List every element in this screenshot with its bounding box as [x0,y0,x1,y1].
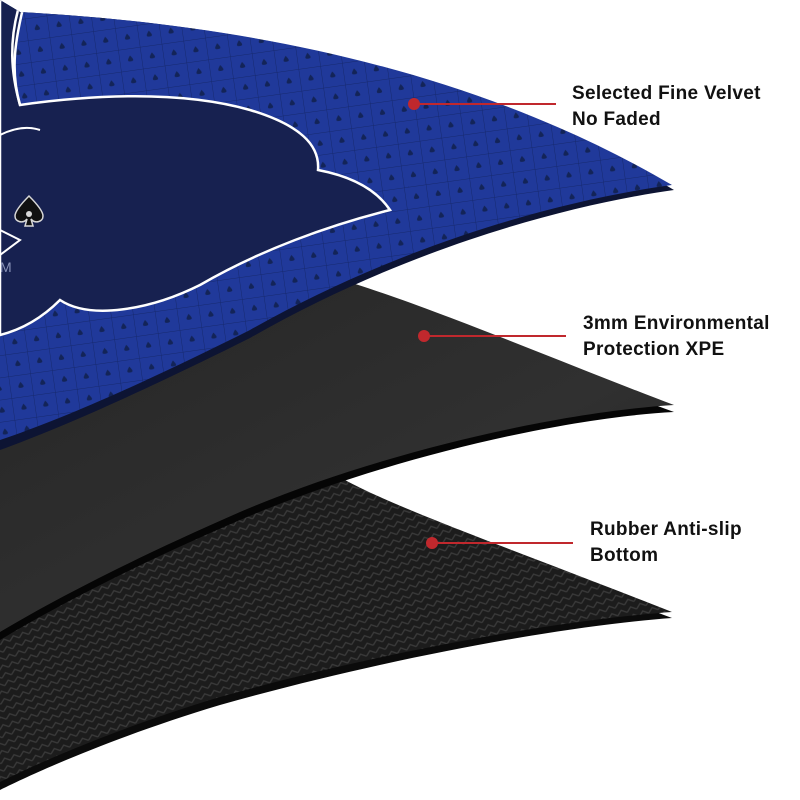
spade-logo-icon [14,194,44,227]
callout-velvet [408,98,556,110]
velvet-inner-line [0,126,41,136]
velvet-label-line1: Selected Fine Velvet [572,83,761,104]
callout-dot-icon [426,537,438,549]
velvet-edge-letter: M [0,259,12,275]
callout-xpe [418,330,566,342]
xpe-label-line2: Protection XPE [583,339,725,360]
rubber-layer-label: Rubber Anti-slip Bottom [590,517,742,569]
rubber-layer [0,480,672,790]
velvet-label-line2: No Faded [572,109,661,130]
callout-dot-icon [408,98,420,110]
xpe-layer-label: 3mm Environmental Protection XPE [583,311,770,363]
velvet-inner-line-2 [0,229,22,256]
callout-rubber [426,537,573,549]
velvet-layer-label: Selected Fine Velvet No Faded [572,81,761,133]
velvet-layer: M [0,0,674,450]
velvet-arc-line [11,9,22,106]
velvet-center-area [0,0,393,337]
xpe-label-line1: 3mm Environmental [583,313,770,334]
rubber-layer-surface [0,480,672,782]
rubber-label-line2: Bottom [590,545,659,566]
rubber-label-line1: Rubber Anti-slip [590,519,742,540]
callout-dot-icon [418,330,430,342]
